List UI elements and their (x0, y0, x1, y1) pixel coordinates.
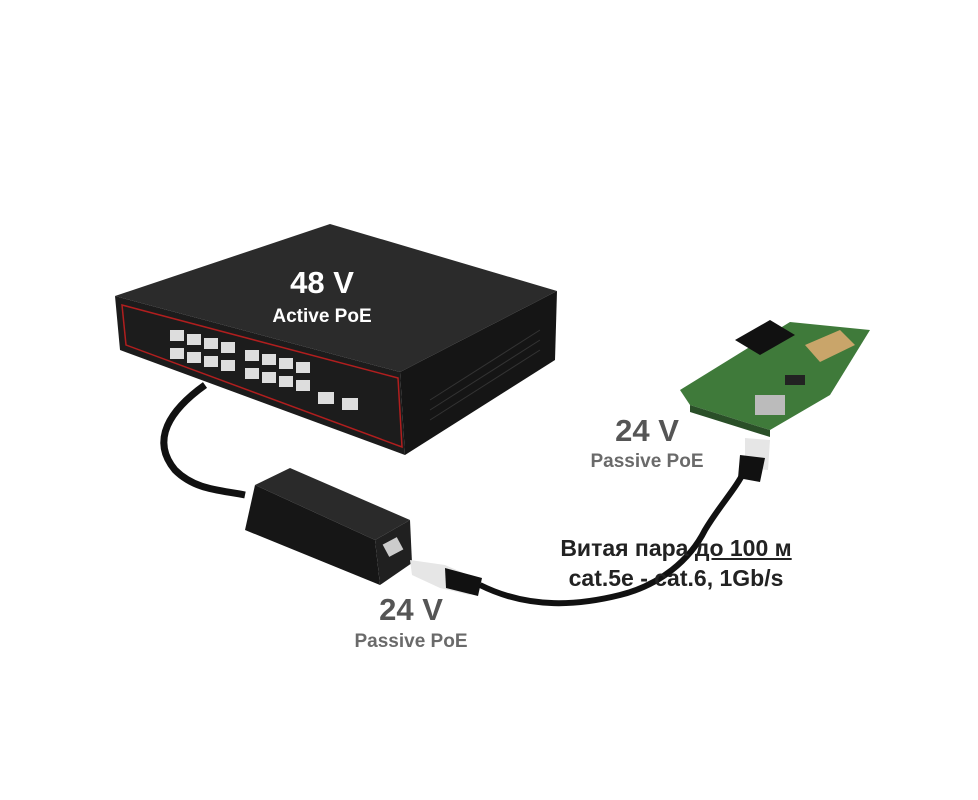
switch-voltage-label: 48 V (290, 265, 354, 300)
cable-injector-device (478, 468, 748, 607)
device-poe-type-label: Passive PoE (590, 451, 704, 472)
switch-poe-type-label: Active PoE (272, 306, 372, 327)
injector-poe-type-label: Passive PoE (354, 631, 468, 652)
cable-distance: до 100 м (694, 535, 792, 561)
cable-spec: cat.5e - cat.6, 1Gb/s (568, 565, 784, 591)
poe-injector (245, 468, 412, 585)
cable-switch-injector (160, 382, 246, 499)
device-voltage-label: 24 V (615, 413, 679, 448)
cable-description: Витая пара до 100 м (560, 535, 791, 562)
injector-voltage-label: 24 V (379, 592, 443, 627)
poe-switch (115, 224, 557, 455)
router-board (680, 320, 870, 437)
cable-name: Витая пара (560, 535, 689, 561)
rj45-connector (410, 438, 770, 596)
